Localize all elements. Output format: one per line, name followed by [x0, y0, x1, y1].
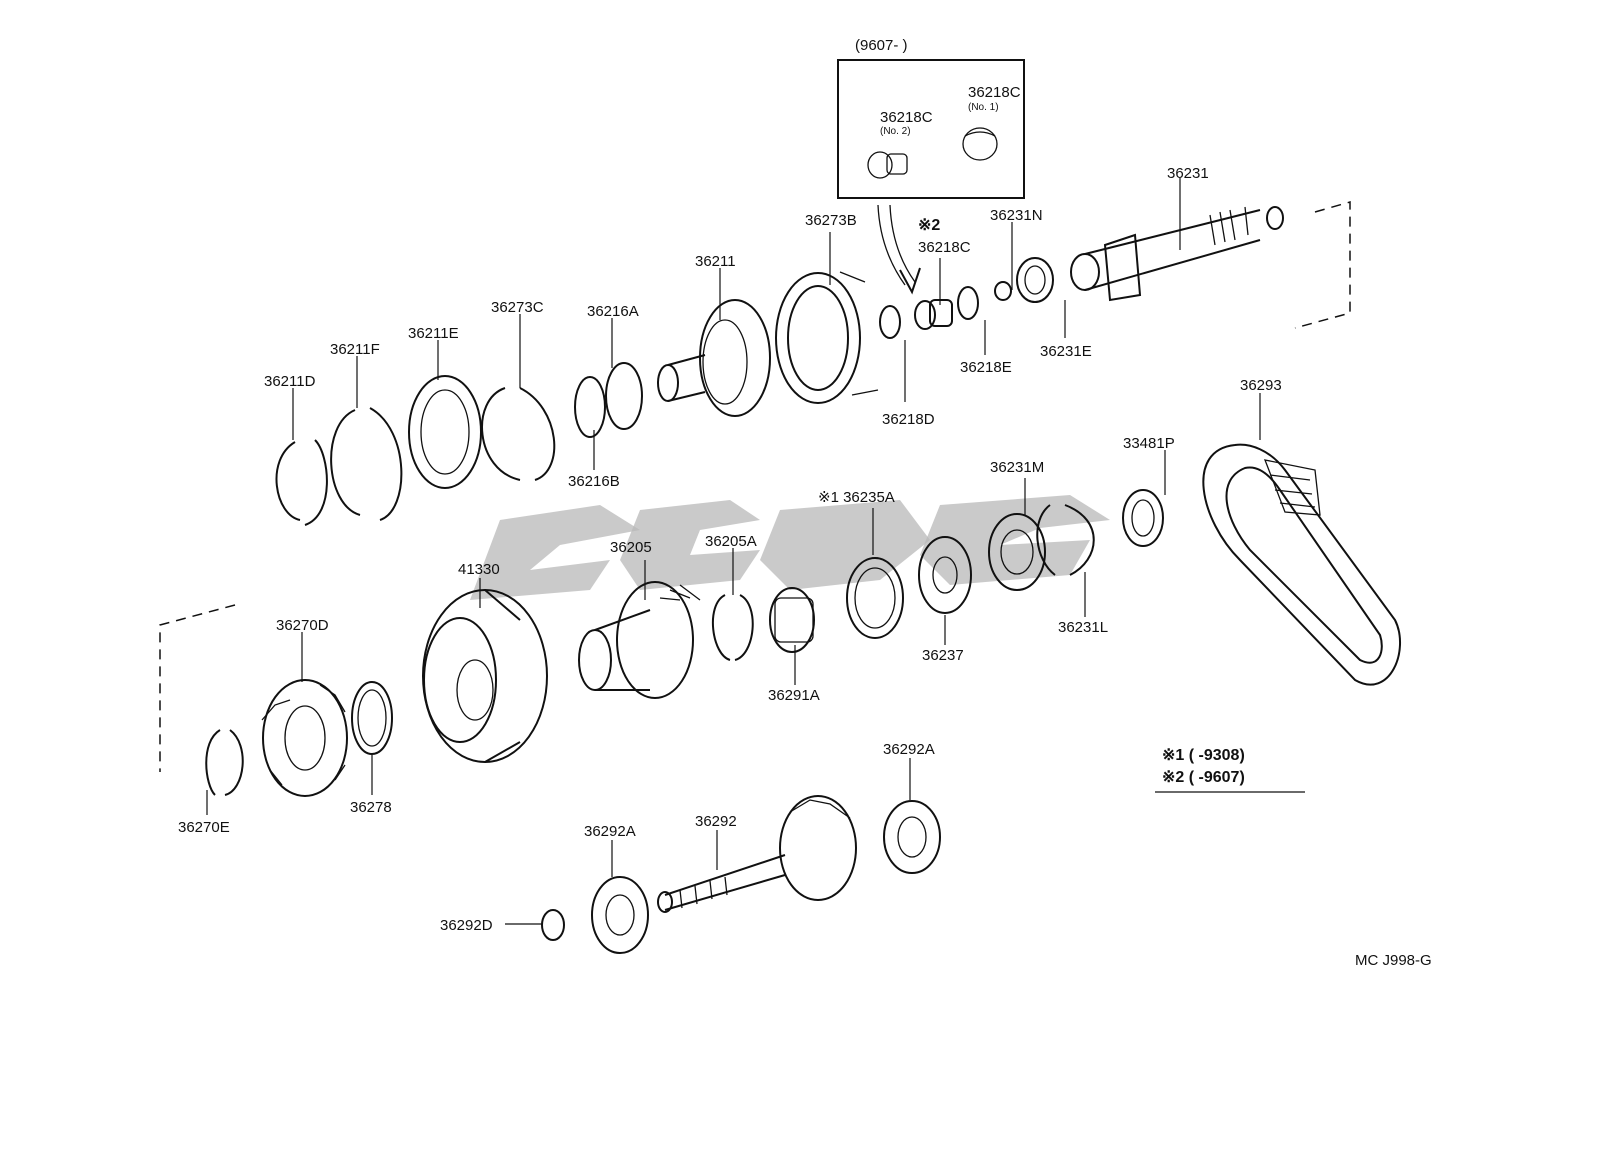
shaft-36231 [1070, 206, 1284, 302]
label-36216A: 36216A [587, 303, 639, 320]
label-36218E: 36218E [960, 359, 1012, 376]
label-36218C-no1: 36218C [968, 84, 1021, 101]
legend: ※1 ( -9308) ※2 ( -9607) [1155, 747, 1305, 793]
label-36218C-no2-sub: (No. 2) [880, 126, 911, 137]
label-36292: 36292 [695, 813, 737, 830]
lower-row-parts [541, 795, 941, 954]
middle-row-parts [205, 489, 1164, 797]
label-36211: 36211 [695, 253, 736, 270]
label-36270D: 36270D [276, 617, 329, 634]
label-36278: 36278 [350, 799, 392, 816]
label-36291A: 36291A [768, 687, 820, 704]
legend-row-2: ※2 ( -9607) [1162, 769, 1245, 786]
label-36205: 36205 [610, 539, 652, 556]
label-36218C-no2: 36218C [880, 109, 933, 126]
label-36211E: 36211E [408, 325, 459, 342]
label-36270E: 36270E [178, 819, 230, 836]
label-36231L: 36231L [1058, 619, 1108, 636]
leader-lines [206, 178, 1261, 925]
label-36231E: 36231E [1040, 343, 1092, 360]
inset-range-label: (9607- ) [855, 37, 908, 54]
label-36216B: 36216B [568, 473, 620, 490]
label-36211F: 36211F [330, 341, 380, 358]
label-36273B: 36273B [805, 212, 857, 229]
dashed-bracket-right [1294, 201, 1351, 329]
label-36292D: 36292D [440, 917, 493, 934]
label-mark2: ※2 [918, 217, 940, 234]
label-36293: 36293 [1240, 377, 1282, 394]
watermark-logo [470, 495, 1110, 600]
label-36205A: 36205A [705, 533, 757, 550]
label-41330: 41330 [458, 561, 500, 578]
label-36211D: 36211D [264, 373, 316, 390]
label-36218D: 36218D [882, 411, 935, 428]
chain-36293 [1202, 443, 1401, 686]
dashed-bracket-left [159, 604, 236, 772]
label-36292A-left: 36292A [584, 823, 636, 840]
label-33481P: 33481P [1123, 435, 1175, 452]
upper-row-parts [275, 257, 1054, 526]
inset-box [837, 59, 1025, 295]
label-36218C-no1-sub: (No. 1) [968, 102, 999, 113]
label-36218C: 36218C [918, 239, 971, 256]
label-36292A-right: 36292A [883, 741, 935, 758]
label-36235A: ※1 36235A [818, 489, 895, 506]
label-36231N: 36231N [990, 207, 1043, 224]
label-36231M: 36231M [990, 459, 1044, 476]
label-36231: 36231 [1167, 165, 1209, 182]
diagram-code: MC J998-G [1355, 952, 1432, 969]
label-36237: 36237 [922, 647, 964, 664]
label-36273C: 36273C [491, 299, 544, 316]
legend-row-1: ※1 ( -9308) [1162, 747, 1245, 764]
